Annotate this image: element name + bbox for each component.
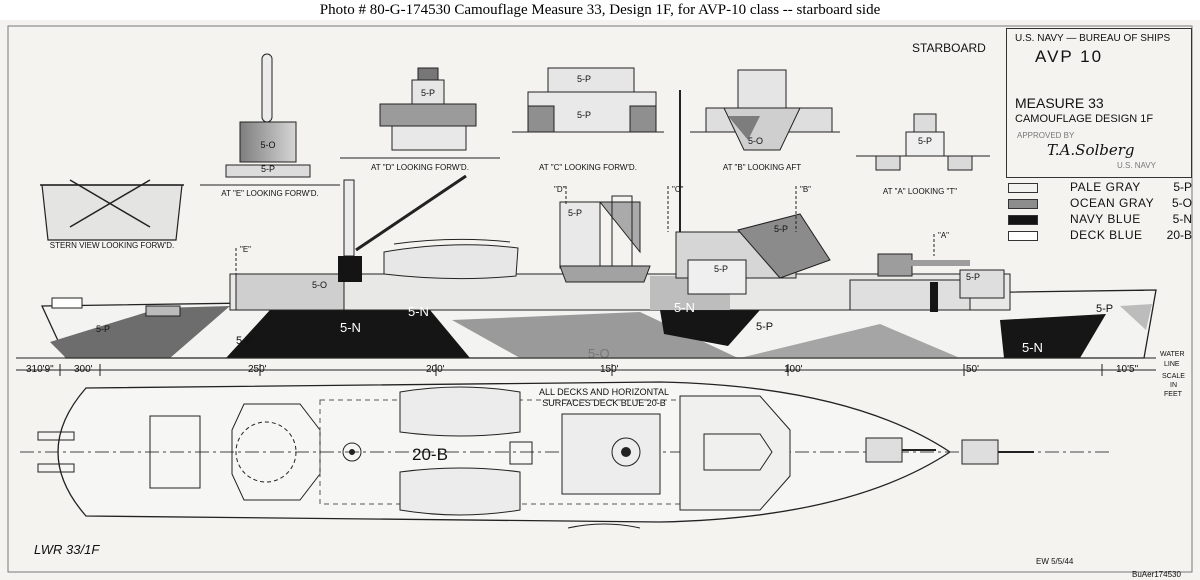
title-agency: U.S. NAVY — BUREAU OF SHIPS xyxy=(1015,33,1171,44)
scale-label-1: SCALE xyxy=(1162,373,1185,380)
waterline-label-2: LINE xyxy=(1164,361,1180,368)
legend-swatch xyxy=(1008,183,1038,193)
deck-note-2: SURFACES DECK BLUE 20-B xyxy=(542,398,666,408)
station-d: "D" xyxy=(554,185,566,194)
title-rank: U.S. NAVY xyxy=(1117,161,1156,170)
legend-swatch xyxy=(1008,199,1038,209)
drawing-date: EW 5/5/44 xyxy=(1036,557,1074,566)
legend-swatch xyxy=(1008,231,1038,241)
stern-view xyxy=(40,179,184,241)
legend-code: 20-B xyxy=(1166,228,1192,242)
legend-name: NAVY BLUE xyxy=(1070,212,1141,226)
legend-name: PALE GRAY xyxy=(1070,180,1141,194)
label-c-5p-top: 5-P xyxy=(577,74,591,84)
legend-row-pale-gray: PALE GRAY 5-P xyxy=(1006,180,1192,196)
sheet-border xyxy=(7,25,1193,573)
legend-name: DECK BLUE xyxy=(1070,228,1143,242)
scale-label-2: IN xyxy=(1170,382,1177,389)
station-b: "B" xyxy=(800,185,811,194)
title-measure: MEASURE 33 xyxy=(1015,95,1104,111)
profile-label-5p-bow: 5-P xyxy=(756,321,773,333)
section-view-a: 5-P xyxy=(856,113,990,171)
caption-view-c: AT "C" LOOKING FORW'D. xyxy=(539,163,637,172)
scale-label-3: FEET xyxy=(1164,391,1183,398)
station-marks: "E" "D" "C" "B" "A" xyxy=(235,185,949,274)
caption-stern-view: STERN VIEW LOOKING FORW'D. xyxy=(50,241,175,250)
section-view-b: 5-O xyxy=(690,69,840,151)
section-view-d: 5-P xyxy=(340,67,500,159)
label-e-5p: 5-P xyxy=(261,164,275,174)
station-a: "A" xyxy=(938,231,949,240)
profile-label-5n-fwd: 5-N xyxy=(674,300,695,315)
starboard-label: STARBOARD xyxy=(912,41,986,55)
legend-row-deck-blue: DECK BLUE 20-B xyxy=(1006,228,1192,244)
title-ship: AVP 10 xyxy=(1035,47,1104,66)
profile-label-5p-stern: 5-P xyxy=(96,324,110,334)
photo-caption: Photo # 80-G-174530 Camouflage Measure 3… xyxy=(319,2,881,18)
label-b-5o: 5-O xyxy=(748,136,763,146)
scale-tick-7: 10'5" xyxy=(1116,364,1139,375)
section-view-e: 5-O 5-P xyxy=(200,53,340,186)
scale-tick-0: 310'9" xyxy=(26,364,54,375)
plan-view: 20-B xyxy=(20,381,1110,529)
profile-label-5o-hull: 5-O xyxy=(588,346,610,361)
profile-label-5p-pilot: 5-P xyxy=(774,224,788,234)
station-c: "C" xyxy=(672,185,684,194)
profile-label-5n-stem: 5-N xyxy=(1022,340,1043,355)
ship-drawing: 5-O 5-P 5-P 5-P 5-P xyxy=(7,25,1193,579)
caption-view-d: AT "D" LOOKING FORW'D. xyxy=(371,163,469,172)
station-e: "E" xyxy=(240,245,251,254)
profile-label-5o-house: 5-O xyxy=(312,280,327,290)
caption-view-a: AT "A" LOOKING "T" xyxy=(883,187,957,196)
caption-view-e: AT "E" LOOKING FORW'D. xyxy=(221,189,318,198)
legend-row-ocean-gray: OCEAN GRAY 5-O xyxy=(1006,196,1192,212)
section-view-c: 5-P 5-P xyxy=(512,67,664,133)
camouflage-sheet: 5-O 5-P 5-P 5-P 5-P xyxy=(0,20,1200,580)
legend-code: 5-O xyxy=(1171,196,1192,210)
drawing-reference: LWR 33/1F xyxy=(34,542,100,557)
profile-label-5n-aft: 5-N xyxy=(340,320,361,335)
profile-label-5p-gun: 5-P xyxy=(966,272,980,282)
scale-tick-5: 100' xyxy=(784,364,803,375)
title-design: CAMOUFLAGE DESIGN 1F xyxy=(1015,113,1154,125)
label-a-5p: 5-P xyxy=(918,136,932,146)
scale-tick-4: 150' xyxy=(600,364,619,375)
label-e-5o: 5-O xyxy=(260,140,275,150)
title-signature: T.A.Solberg xyxy=(1047,141,1135,159)
profile-label-5p-aft: 5-P xyxy=(236,335,253,347)
scale-tick-3: 200' xyxy=(426,364,445,375)
profile-label-5n-mid: 5-N xyxy=(408,304,429,319)
profile-label-5p-stem: 5-P xyxy=(1096,303,1113,315)
scale-tick-6: 50' xyxy=(966,364,979,375)
label-c-5p: 5-P xyxy=(577,110,591,120)
profile-view: 5-P 5-P 5-N 5-N 5-O 5-O 5-N 5-P 5-P 5-P … xyxy=(40,90,1157,361)
profile-label-5p-bridge: 5-P xyxy=(568,208,582,218)
legend-row-navy-blue: NAVY BLUE 5-N xyxy=(1006,212,1192,228)
scale-ticks xyxy=(59,364,1103,376)
title-block: U.S. NAVY — BUREAU OF SHIPS AVP 10 MEASU… xyxy=(1006,28,1192,178)
scale-tick-1: 300' xyxy=(74,364,93,375)
negative-reference: BuAer174530 xyxy=(1132,570,1181,579)
title-approved: APPROVED BY xyxy=(1017,131,1075,140)
legend-name: OCEAN GRAY xyxy=(1070,196,1155,210)
waterline-label-1: WATER xyxy=(1160,351,1185,358)
legend-code: 5-P xyxy=(1173,180,1192,194)
legend-swatch xyxy=(1008,215,1038,225)
deck-note-1: ALL DECKS AND HORIZONTAL xyxy=(539,387,669,397)
label-d-5p: 5-P xyxy=(421,88,435,98)
plan-label-20b: 20-B xyxy=(412,445,448,464)
profile-label-5p-house: 5-P xyxy=(714,264,728,274)
scale-tick-2: 250' xyxy=(248,364,267,375)
legend-code: 5-N xyxy=(1172,212,1192,226)
caption-view-b: AT "B" LOOKING AFT xyxy=(723,163,801,172)
